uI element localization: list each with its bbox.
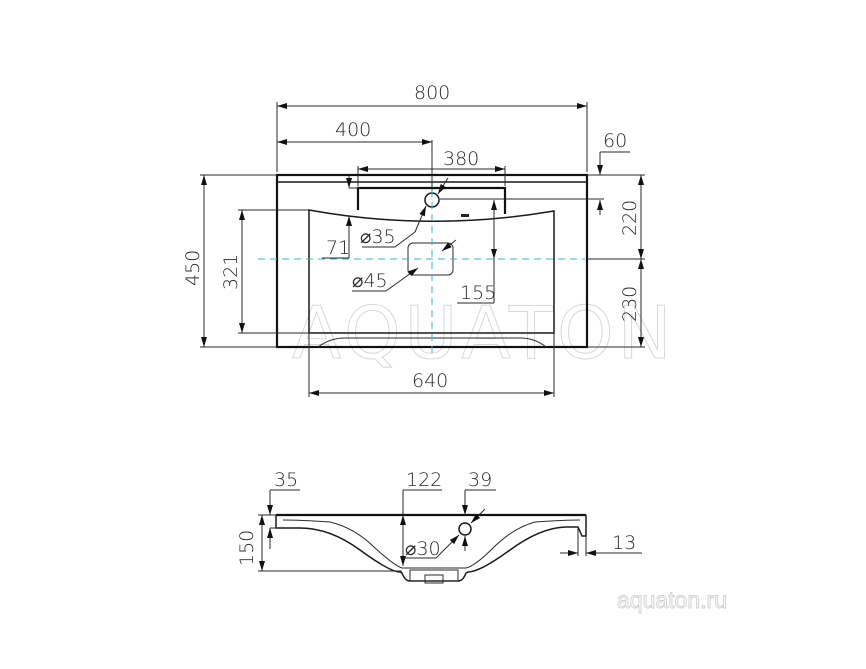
dim-back-to-center: 220 [619,200,641,236]
side-drain [409,569,459,582]
dim-bowl-depth: 321 [220,254,242,290]
side-inner-line [282,519,581,569]
dim-side-bowl-depth: 122 [406,469,442,491]
bowl-outline [308,209,555,334]
overflow-slot [461,214,469,217]
dim-drain-to-tap: 155 [460,282,496,304]
watermark-url: aquaton.ru [617,587,727,613]
side-view: 150 35 122 39 ⌀30 13 [236,469,642,584]
dim-side-overflow-diameter: ⌀30 [405,538,441,560]
dim-drain-diameter: ⌀45 [352,270,388,292]
top-view: 800 400 380 60 220 230 450 321 [182,82,645,397]
dim-overall-width: 800 [414,82,450,104]
dim-half-width: 400 [335,119,371,141]
dim-bowl-back-width: 380 [443,148,479,170]
side-overflow-hole [458,522,472,536]
dim-overall-depth: 450 [182,250,204,286]
dim-side-overall-height: 150 [236,530,258,566]
side-drain-outlet [424,574,444,584]
dim-front-to-center: 230 [619,286,641,322]
dim-tap-hole-offset: 71 [326,237,350,259]
dim-side-edge-return: 13 [612,532,636,554]
dim-side-rim-thickness: 35 [274,469,298,491]
dim-bowl-width: 640 [412,370,448,392]
dim-back-offset: 60 [603,130,627,152]
dim-tap-hole-diameter: ⌀35 [360,226,396,248]
dim-side-overflow-offset: 39 [468,469,492,491]
